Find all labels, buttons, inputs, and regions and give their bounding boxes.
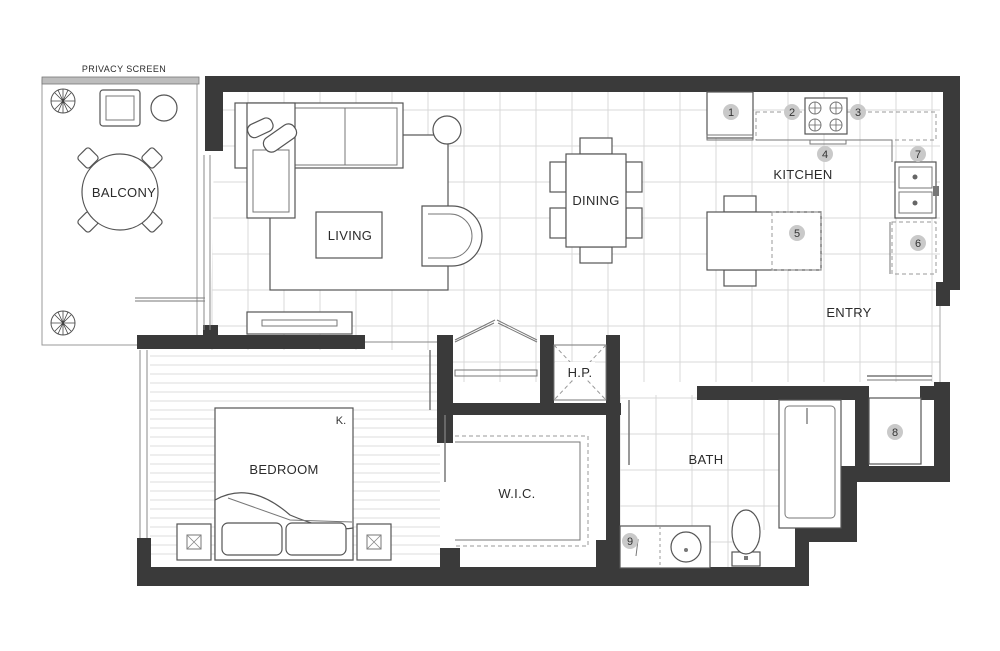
living-label: LIVING <box>328 228 372 243</box>
nightstand <box>176 523 212 561</box>
svg-text:9: 9 <box>627 536 633 548</box>
lounge-chair <box>99 89 141 127</box>
balcony-area: PRIVACY SCREEN BALCONY <box>41 64 205 346</box>
entry-label: ENTRY <box>826 305 871 320</box>
hallway-doors: H.P. <box>429 319 932 482</box>
balcony-table-set <box>77 147 163 233</box>
bedroom-furniture: BEDROOM K. <box>176 407 392 561</box>
svg-text:8: 8 <box>892 427 898 439</box>
callout-2: 2 <box>784 104 800 120</box>
callout-9: 9 <box>622 533 638 549</box>
svg-text:1: 1 <box>728 107 734 119</box>
washer-dryer <box>891 221 937 275</box>
wic-label: W.I.C. <box>498 486 535 501</box>
callout-8: 8 <box>887 424 903 440</box>
callouts: 1 2 3 4 5 6 7 8 9 <box>622 104 926 549</box>
svg-text:4: 4 <box>822 149 828 161</box>
dining-label: DINING <box>572 193 619 208</box>
side-table <box>150 94 178 122</box>
bath-sink <box>670 531 702 563</box>
cooktop <box>804 97 848 135</box>
kitchen-island <box>706 211 822 271</box>
walls <box>137 76 960 586</box>
hot-water-closet <box>553 344 607 401</box>
nightstand <box>356 523 392 561</box>
svg-text:7: 7 <box>915 149 921 161</box>
bathtub <box>778 399 842 529</box>
dining-furniture: DINING <box>549 137 643 264</box>
svg-text:5: 5 <box>794 228 800 240</box>
windows <box>139 155 437 538</box>
plant-icon <box>50 310 76 336</box>
coffee-table <box>315 211 383 259</box>
kitchen-sink <box>894 161 939 219</box>
balcony-label: BALCONY <box>92 185 156 200</box>
svg-text:2: 2 <box>789 107 795 119</box>
kitchen-label: KITCHEN <box>773 167 832 182</box>
bedroom-label: BEDROOM <box>249 462 318 477</box>
privacy-screen <box>41 76 200 85</box>
living-furniture: LIVING <box>234 102 483 335</box>
callout-1: 1 <box>723 104 739 120</box>
callout-7: 7 <box>910 146 926 162</box>
kitchen-area: KITCHEN ENTRY <box>706 91 941 382</box>
plant-icon <box>50 88 76 114</box>
callout-6: 6 <box>910 235 926 251</box>
callout-4: 4 <box>817 146 833 162</box>
dining-table <box>565 153 627 248</box>
closet-shelf <box>454 369 538 377</box>
privacy-screen-label: PRIVACY SCREEN <box>82 64 166 74</box>
armchair <box>421 205 483 267</box>
floor-lamp <box>432 115 462 145</box>
callout-5: 5 <box>789 225 805 241</box>
walk-in-closet: W.I.C. <box>455 435 589 547</box>
tv-console <box>246 311 353 335</box>
counter-return <box>756 139 893 162</box>
hp-label: H.P. <box>568 365 593 380</box>
bath-fixtures: BATH <box>619 399 842 569</box>
toilet <box>731 509 761 567</box>
bed-size-label: K. <box>336 415 346 427</box>
svg-text:6: 6 <box>915 238 921 250</box>
wic-floor <box>455 412 610 567</box>
bath-label: BATH <box>689 452 724 467</box>
svg-text:3: 3 <box>855 107 861 119</box>
callout-3: 3 <box>850 104 866 120</box>
